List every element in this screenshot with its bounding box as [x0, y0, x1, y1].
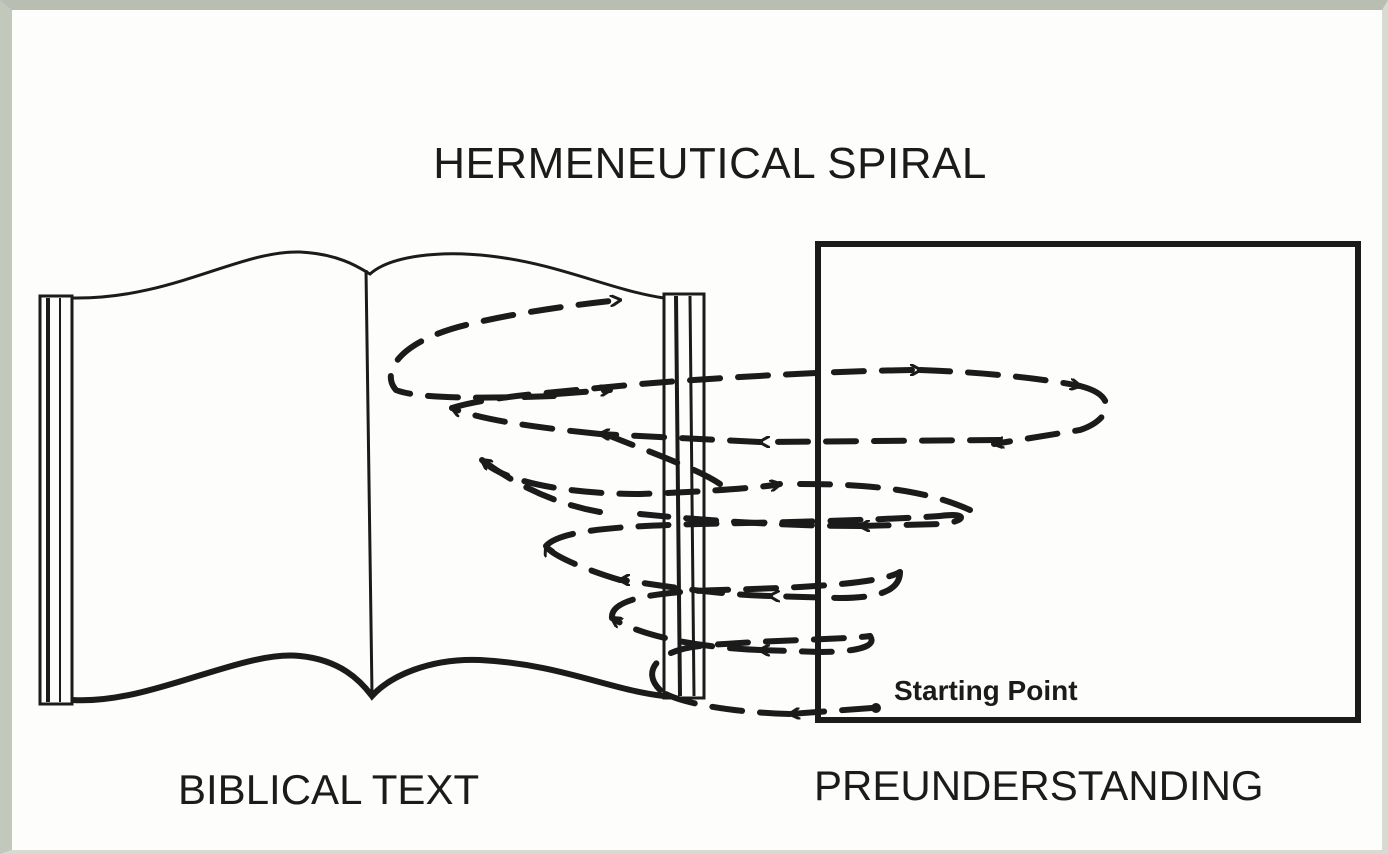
- preunderstanding-box: [815, 241, 1361, 723]
- biblical-text-label: BIBLICAL TEXT: [178, 766, 479, 813]
- starting-point-dot: [871, 703, 881, 713]
- open-book-icon: [38, 250, 706, 706]
- diagram-title: HERMENEUTICAL SPIRAL: [433, 139, 987, 188]
- spiral-path: [387, 300, 1110, 714]
- preunderstanding-label: PREUNDERSTANDING: [814, 762, 1264, 809]
- starting-point-label: Starting Point: [894, 675, 1078, 706]
